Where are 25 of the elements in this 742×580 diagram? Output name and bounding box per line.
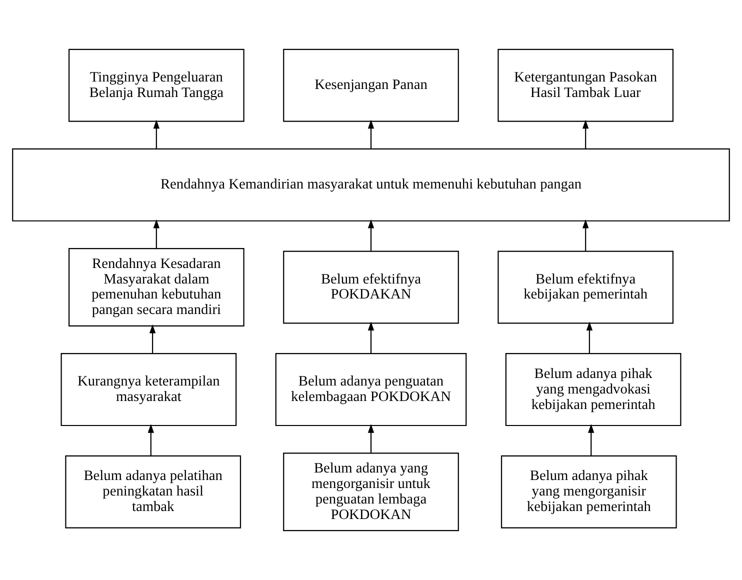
node-box: Tingginya Pengeluaran Belanja Rumah Tangga [68,48,244,122]
node-box: Belum efektifnya POKDAKAN [283,250,459,324]
node-box: Rendahnya Kesadaran Masyarakat dalam pemenuhan kebutuhan pangan secara mandiri [68,248,244,326]
node-box: Belum adanya pihak yang mengadvokasi kebijakan pemerintah [505,353,682,426]
arrow [582,120,589,149]
node-box: Ketergantungan Pasokan Hasil Tambak Luar [498,48,674,122]
node-box: Kurangnya keterampilan masyarakat [60,353,237,426]
node-box: Belum adanya pihak yang mengorganisir kebijakan pemerintah [500,455,677,528]
node-box: Kesenjangan Panan [283,48,459,122]
arrow [586,322,593,354]
node-box: Rendahnya Kemandirian masyarakat untuk memenuhi kebutuhan pangan [12,148,730,222]
arrow [148,424,154,456]
arrow [368,219,374,252]
arrow [582,219,589,252]
arrow [368,322,374,354]
arrow [149,324,156,354]
arrow [368,424,374,453]
node-box: Belum efektifnya kebijakan pemerintah [498,250,674,324]
node-box: Belum adanya yang mengorganisir untuk penguatan lembaga POKDOKAN [283,452,459,532]
arrow [153,120,160,149]
node-box: Belum adanya penguatan kelembagaan POKDOKAN [275,353,467,426]
arrow [588,424,594,456]
node-box: Belum adanya pelatihan peningkatan hasil tambak [65,455,242,528]
arrow [153,219,160,248]
arrow [368,120,374,149]
